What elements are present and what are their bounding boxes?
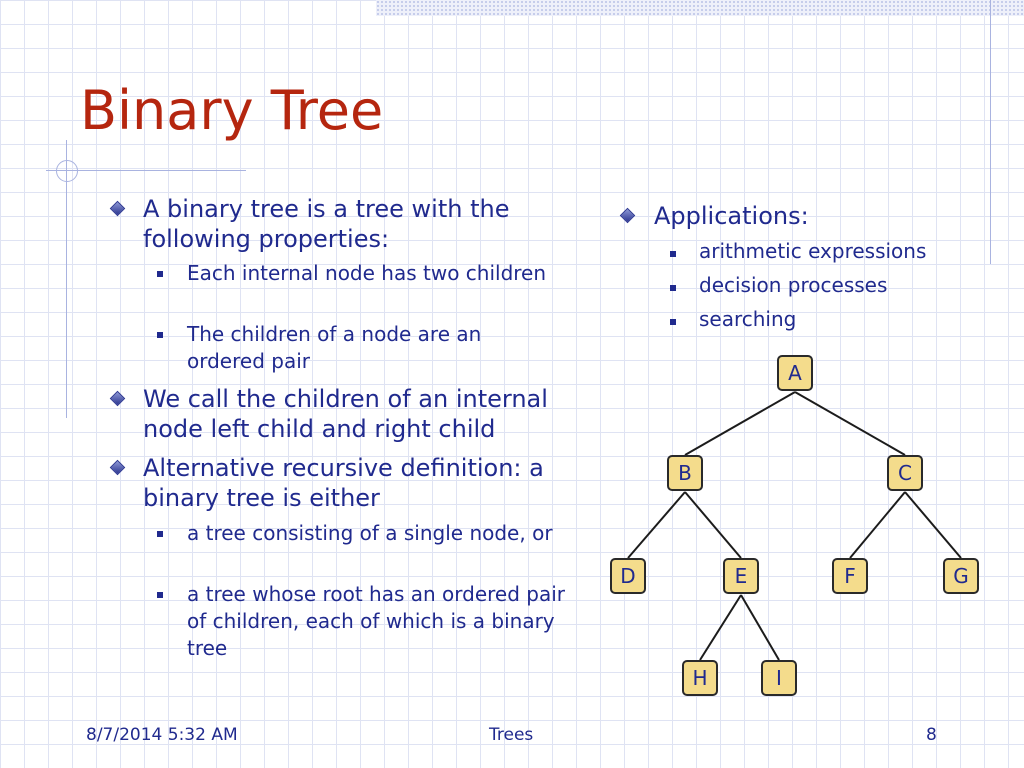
edge-c-g [904,491,962,559]
edge-b-d [627,491,686,559]
edge-b-e [684,491,742,559]
tree-node-e: E [723,558,759,594]
bullet-recursive-definition: Alternative recursive definition: a bina… [143,454,544,512]
guide-circle [56,160,78,182]
tree-node-i: I [761,660,797,696]
bullet-square-icon [670,319,676,325]
footer-page-number: 8 [926,725,937,745]
sub-bullet-two-children: Each internal node has two children [187,261,547,285]
applications-heading: Applications: [654,202,809,230]
tree-node-b: B [667,455,703,491]
bullet-square-icon [670,251,676,257]
footer-topic: Trees [489,725,534,745]
edge-c-f [849,491,906,559]
edge-e-h [699,594,742,661]
slide-title: Binary Tree [80,79,384,142]
edge-a-c [794,391,906,456]
edge-e-i [740,594,780,661]
tree-node-d: D [610,558,646,594]
tree-node-a: A [777,355,813,391]
bullet-square-icon [670,285,676,291]
tree-node-c: C [887,455,923,491]
bullet-square-icon [157,531,163,537]
application-item: arithmetic expressions [699,239,927,263]
tree-node-f: F [832,558,868,594]
bullet-square-icon [157,592,163,598]
title-underline [46,170,246,171]
application-item: searching [699,307,797,331]
sub-bullet-ordered-pair: The children of a node are an ordered pa… [187,322,482,373]
tree-node-h: H [682,660,718,696]
top-decoration-band [376,0,1024,16]
bullet-square-icon [157,271,163,277]
edge-a-b [684,391,796,456]
bullet-binary-tree-definition: A binary tree is a tree with the followi… [143,195,510,253]
application-item: decision processes [699,273,888,297]
right-guide-line [990,0,991,264]
bullet-square-icon [157,332,163,338]
left-guide-line [66,140,67,418]
sub-bullet-ordered-pair-children: a tree whose root has an ordered pair of… [187,582,565,660]
footer-date: 8/7/2014 5:32 AM [86,725,238,745]
sub-bullet-single-node: a tree consisting of a single node, or [187,521,553,545]
bullet-left-right-child: We call the children of an internal node… [143,385,548,443]
tree-node-g: G [943,558,979,594]
